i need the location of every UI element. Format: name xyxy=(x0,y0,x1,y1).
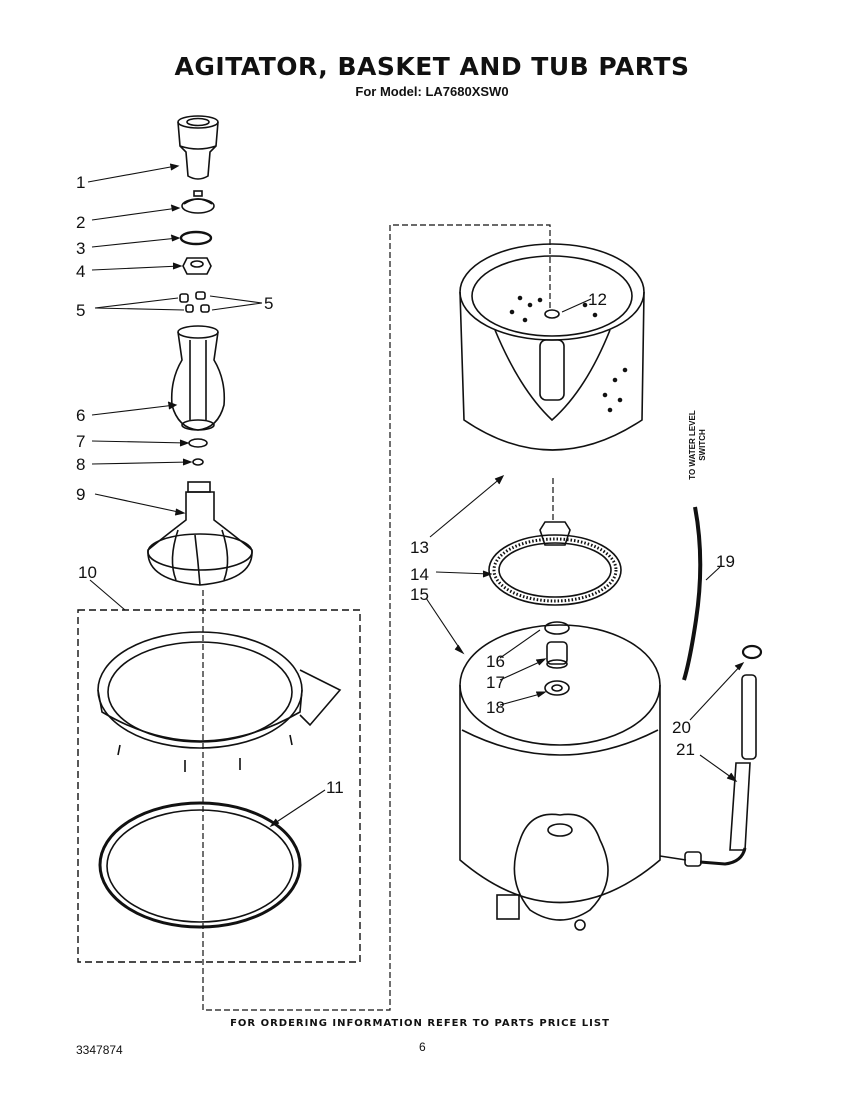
part-3-ring xyxy=(179,230,213,246)
callout-1: 1 xyxy=(76,173,85,192)
callout-6: 6 xyxy=(76,406,85,425)
document-number: 3347874 xyxy=(76,1043,123,1057)
callout-4: 4 xyxy=(76,262,85,281)
part-21-air-dome-hose xyxy=(659,674,757,867)
part-12-basket-nut xyxy=(544,309,560,319)
callout-8: 8 xyxy=(76,455,85,474)
model-subtitle: For Model: LA7680XSW0 xyxy=(355,84,509,99)
part-18-seal xyxy=(544,680,570,696)
callout-3: 3 xyxy=(76,239,85,258)
part-16-retaining-ring xyxy=(544,621,570,635)
part-10-tub-ring xyxy=(97,631,342,772)
page-number: 6 xyxy=(419,1040,426,1054)
callout-12: 12 xyxy=(588,290,607,309)
callout-9: 9 xyxy=(76,485,85,504)
callout-13: 13 xyxy=(410,538,429,557)
leader-lines xyxy=(87,163,745,828)
part-19-pressure-tube xyxy=(682,506,703,681)
part-9-agitator-base xyxy=(147,481,253,586)
part-4-drive-block xyxy=(182,257,212,275)
part-13-basket xyxy=(459,243,645,451)
callout-20: 20 xyxy=(672,718,691,737)
part-6-agitator-barrel xyxy=(170,325,226,431)
callout-11: 11 xyxy=(326,778,344,797)
part-20-hose-clamp xyxy=(741,644,763,660)
callout-19: 19 xyxy=(716,552,735,571)
part-10-dashed-frame xyxy=(77,609,361,963)
callout-17: 17 xyxy=(486,673,505,692)
callout-5-left: 5 xyxy=(76,301,85,320)
ordering-info-note: FOR ORDERING INFORMATION REFER TO PARTS … xyxy=(230,1018,610,1029)
part-1-agitator-cap xyxy=(177,115,219,180)
assembly-connector-line xyxy=(202,224,551,1011)
part-11-gasket xyxy=(98,801,302,929)
part-8-washer xyxy=(192,458,204,466)
part-7-seal xyxy=(188,438,208,448)
part-5-dogs xyxy=(179,291,210,313)
callout-14: 14 xyxy=(410,565,429,584)
callout-7: 7 xyxy=(76,432,85,451)
callout-10: 10 xyxy=(78,563,97,582)
page-title: AGITATOR, BASKET AND TUB PARTS xyxy=(174,52,690,81)
part-15-outer-tub xyxy=(459,624,661,931)
callout-18: 18 xyxy=(486,698,505,717)
callout-5-right: 5 xyxy=(264,294,273,313)
callout-21: 21 xyxy=(676,740,695,759)
part-14-basket-drive-ring xyxy=(488,521,622,606)
callout-15: 15 xyxy=(410,585,429,604)
callout-16: 16 xyxy=(486,652,505,671)
callout-2: 2 xyxy=(76,213,85,232)
part-2-cam xyxy=(181,190,215,214)
part-17-spin-bearing xyxy=(546,641,568,669)
